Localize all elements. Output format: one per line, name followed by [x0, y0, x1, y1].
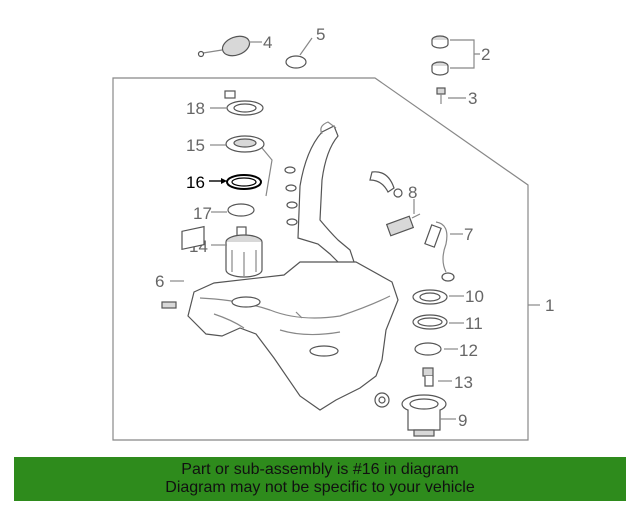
- vent-clip: [393, 188, 403, 198]
- part-7-sensor: [424, 221, 455, 282]
- assembly-boundary: [112, 77, 529, 441]
- callout-15: 15: [186, 136, 205, 155]
- callout-2: 2: [481, 45, 490, 64]
- clamp: [374, 392, 390, 408]
- callout-7: 7: [464, 225, 473, 244]
- vent-hose: [369, 171, 395, 193]
- part-9-bracket: [401, 394, 447, 437]
- callout-9: 9: [458, 411, 467, 430]
- callout-11: 11: [465, 314, 483, 333]
- part-10-seal: [412, 289, 448, 305]
- callout-16: 16: [186, 173, 205, 192]
- callout-3: 3: [468, 89, 477, 108]
- callout-5: 5: [316, 25, 325, 44]
- part-13-fitting: [422, 367, 434, 387]
- banner-line-1: Part or sub-assembly is #16 in diagram: [181, 461, 459, 478]
- part-14-fuel-pump: [225, 226, 263, 278]
- callout-1: 1: [545, 296, 554, 315]
- callout-12: 12: [459, 341, 478, 360]
- part-11-seal: [412, 314, 448, 330]
- part-12-seal: [414, 342, 442, 356]
- banner-line-2: Diagram may not be specific to your vehi…: [165, 479, 475, 496]
- part-4-fuel-cap: [197, 35, 251, 58]
- part-8-valve: [385, 213, 421, 237]
- part-16-o-ring: [226, 174, 262, 190]
- callout-4: 4: [263, 33, 272, 52]
- grommets: [284, 166, 298, 226]
- part-5-gasket: [285, 55, 307, 69]
- filler-neck: [297, 125, 363, 277]
- leader-5: [299, 37, 313, 56]
- callout-8: 8: [408, 183, 417, 202]
- part-3-bolt: [436, 87, 446, 104]
- fuel-tank: [187, 261, 399, 411]
- leader-2: [450, 39, 480, 69]
- part-2-cushions: [431, 35, 449, 76]
- callout-13: 13: [454, 373, 473, 392]
- callout-10: 10: [465, 287, 484, 306]
- part-15-gauge-plate: [225, 135, 273, 197]
- callout-6: 6: [155, 272, 164, 291]
- filler-neck-cap-edge: [320, 121, 337, 135]
- part-17-ring: [227, 203, 255, 217]
- parts-diagram: 1 4 5 2 3 18 15: [112, 25, 554, 441]
- part-6-sender: [161, 225, 205, 309]
- callout-18: 18: [186, 99, 205, 118]
- part-18-ring: [224, 90, 264, 116]
- arrow-16-icon: [221, 178, 227, 184]
- callout-17: 17: [193, 204, 212, 223]
- info-banner: Part or sub-assembly is #16 in diagram D…: [14, 457, 626, 501]
